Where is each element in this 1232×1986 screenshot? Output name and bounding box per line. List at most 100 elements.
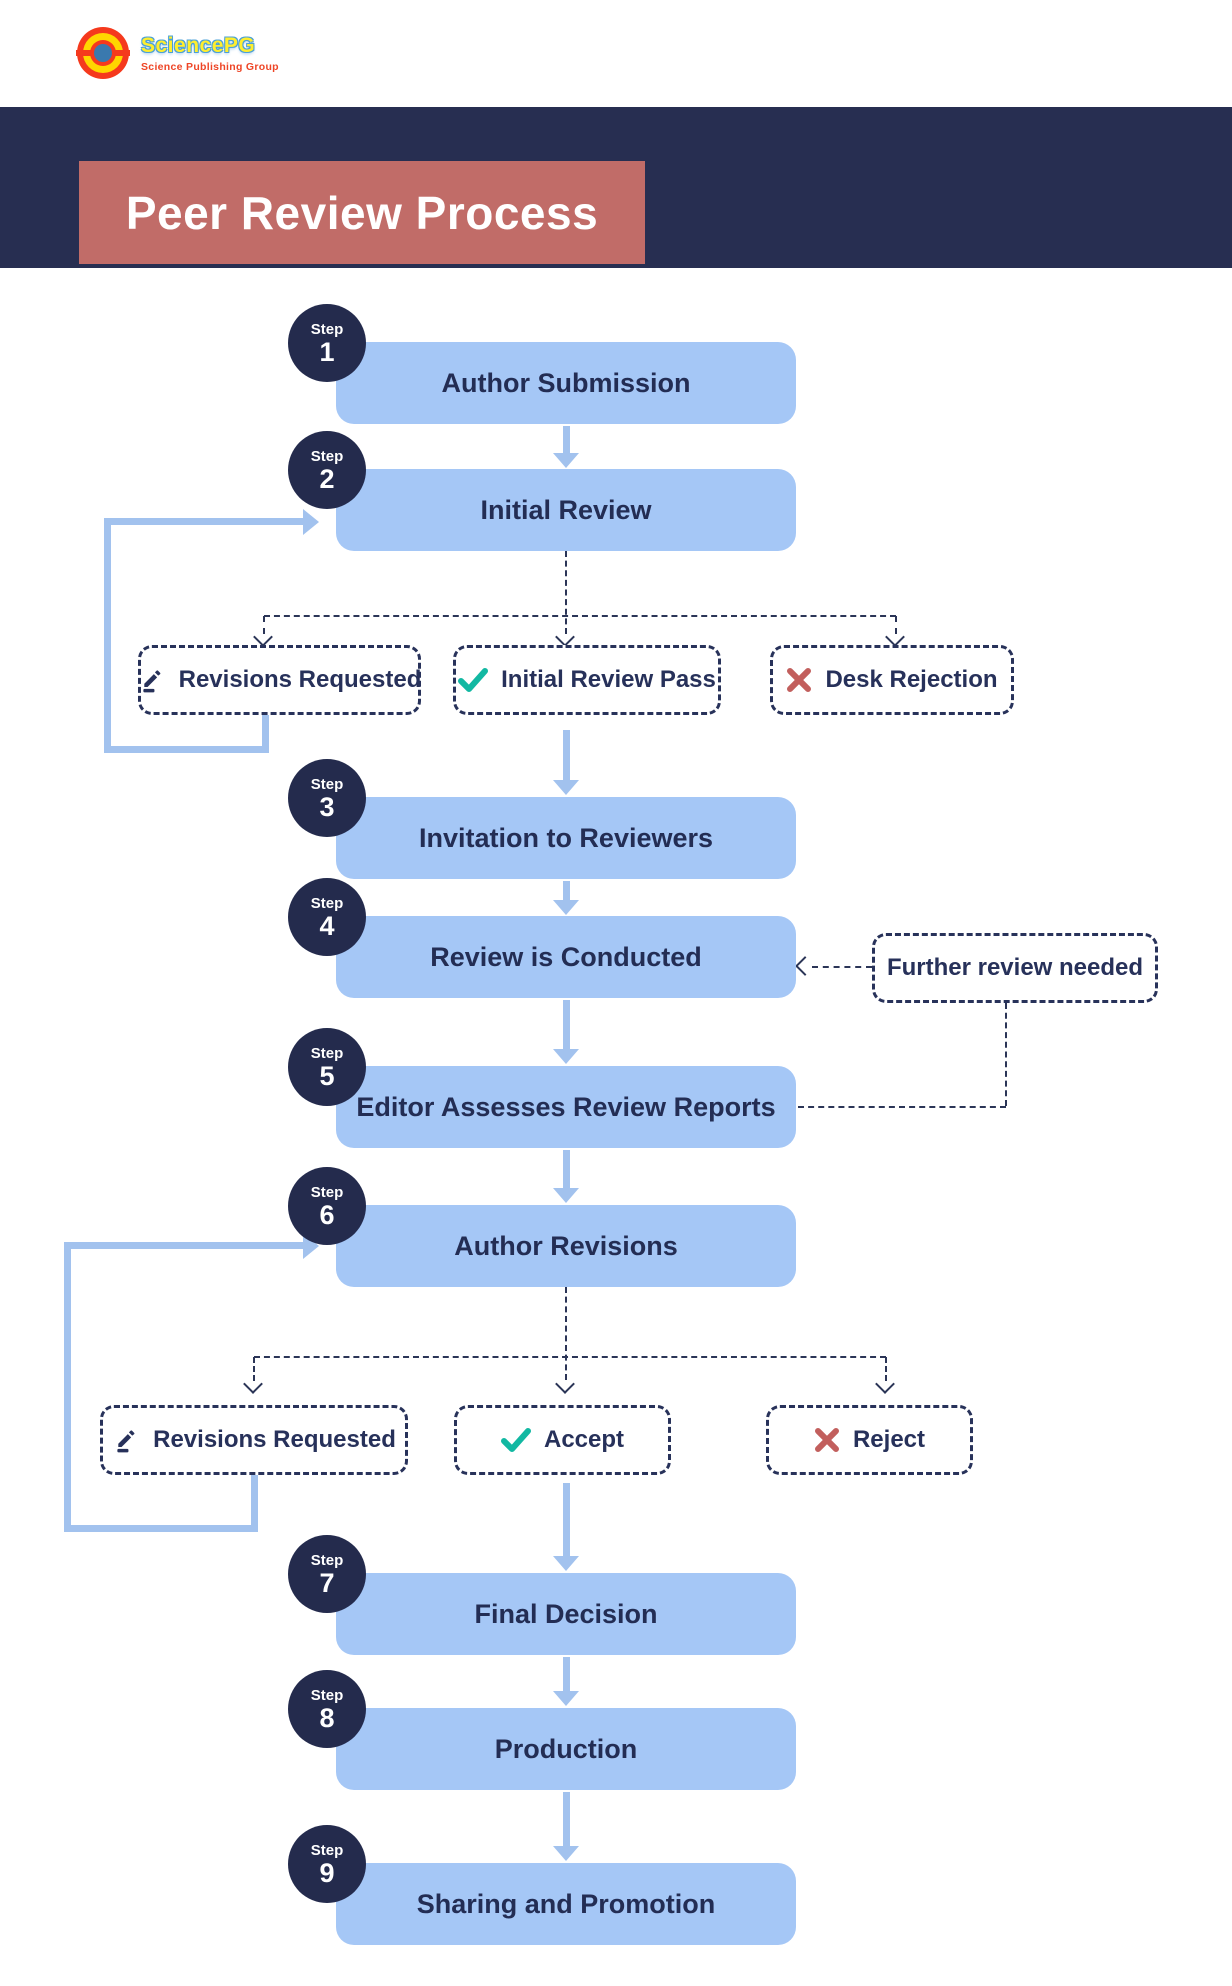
step-box-sharing-and-promotion: Sharing and Promotion	[336, 1863, 796, 1945]
loop2-segment	[64, 1242, 305, 1249]
loop2-segment	[251, 1475, 258, 1532]
note-line	[1005, 1003, 1007, 1106]
step-badge-2: Step 2	[288, 431, 366, 509]
step-badge-8: Step 8	[288, 1670, 366, 1748]
loop1-segment	[104, 518, 111, 753]
step-box-invitation-to-reviewers: Invitation to Reviewers	[336, 797, 796, 879]
badge-step-word: Step	[310, 1841, 344, 1859]
loop1-segment	[262, 715, 269, 753]
step-badge-9: Step 9	[288, 1825, 366, 1903]
title-banner: Peer Review Process	[79, 161, 645, 264]
decision-label: Revisions Requested	[178, 666, 422, 693]
step-box-production: Production	[336, 1708, 796, 1790]
note-line	[812, 966, 872, 968]
step-badge-6: Step 6	[288, 1167, 366, 1245]
flow-arrow	[553, 1483, 579, 1571]
decision-label: Revisions Requested	[153, 1426, 396, 1453]
decision-box-revisions-requested-1: Revisions Requested	[138, 645, 421, 715]
badge-step-word: Step	[310, 1551, 344, 1569]
note-line	[798, 1106, 1006, 1108]
step-box-author-submission: Author Submission	[336, 342, 796, 424]
step-box-initial-review: Initial Review	[336, 469, 796, 551]
decision-box-initial-review-pass: Initial Review Pass	[453, 645, 721, 715]
x-icon	[787, 668, 812, 692]
decision-label: Initial Review Pass	[501, 666, 716, 693]
top-bar: SciencePG Science Publishing Group	[0, 0, 1232, 107]
badge-step-word: Step	[310, 1686, 344, 1704]
badge-step-word: Step	[310, 320, 344, 338]
dashed-arrowhead-icon	[243, 1374, 263, 1394]
step-label: Production	[494, 1733, 638, 1764]
dashed-arrowhead-icon	[795, 956, 815, 976]
page-title: Peer Review Process	[125, 186, 599, 239]
step-badge-5: Step 5	[288, 1028, 366, 1106]
sciencepg-logo: SciencePG Science Publishing Group	[76, 26, 279, 80]
pencil-icon	[117, 1430, 135, 1453]
step-box-review-is-conducted: Review is Conducted	[336, 916, 796, 998]
flow-arrow	[553, 730, 579, 795]
badge-number: 5	[319, 1060, 335, 1091]
decision-label: Accept	[543, 1426, 625, 1453]
flow-arrow	[553, 1000, 579, 1064]
step-badge-4: Step 4	[288, 878, 366, 956]
branch1-line	[895, 616, 897, 634]
check-icon	[458, 668, 489, 692]
dashed-arrowhead-icon	[875, 1374, 895, 1394]
step-box-final-decision: Final Decision	[336, 1573, 796, 1655]
loop2-segment	[64, 1242, 71, 1532]
sciencepg-logo-icon	[76, 27, 130, 79]
check-icon	[500, 1428, 531, 1452]
pencil-icon	[142, 670, 160, 693]
step-label: Sharing and Promotion	[416, 1888, 716, 1919]
step-label: Author Revisions	[454, 1230, 678, 1261]
step-badge-7: Step 7	[288, 1535, 366, 1613]
badge-number: 1	[319, 336, 335, 367]
badge-number: 9	[319, 1857, 335, 1888]
step-label: Editor Assesses Review Reports	[356, 1091, 776, 1122]
branch2-line	[254, 1356, 886, 1358]
step-box-editor-assesses: Editor Assesses Review Reports	[336, 1066, 796, 1148]
branch1-line	[264, 615, 896, 617]
step-label: Initial Review	[480, 494, 652, 525]
branch1-line	[263, 616, 265, 634]
step-label: Final Decision	[474, 1598, 658, 1629]
flow-arrow	[553, 1657, 579, 1706]
badge-step-word: Step	[310, 1183, 344, 1201]
loop1-segment	[104, 518, 305, 525]
badge-number: 3	[319, 791, 335, 822]
dashed-arrowhead-icon	[555, 627, 575, 647]
badge-step-word: Step	[310, 1044, 344, 1062]
decision-label: Desk Rejection	[825, 666, 998, 693]
decision-label: Reject	[852, 1426, 926, 1453]
badge-step-word: Step	[310, 894, 344, 912]
decision-box-reject: Reject	[766, 1405, 973, 1475]
loop1-segment	[104, 746, 269, 753]
badge-number: 4	[319, 910, 335, 941]
note-label: Further review needed	[886, 954, 1144, 981]
flow-arrow	[553, 881, 579, 915]
step-label: Review is Conducted	[430, 941, 702, 972]
branch2-line	[253, 1357, 255, 1381]
step-badge-1: Step 1	[288, 304, 366, 382]
badge-number: 7	[319, 1567, 335, 1598]
brand-tagline: Science Publishing Group	[141, 60, 279, 73]
decision-box-revisions-requested-2: Revisions Requested	[100, 1405, 408, 1475]
brand-name: SciencePG	[141, 33, 256, 57]
step-box-author-revisions: Author Revisions	[336, 1205, 796, 1287]
logo-text-block: SciencePG Science Publishing Group	[141, 34, 279, 73]
loop1-arrowhead-icon	[303, 509, 319, 535]
step-label: Author Submission	[441, 367, 691, 398]
decision-box-desk-rejection: Desk Rejection	[770, 645, 1014, 715]
flow-arrow	[553, 426, 579, 468]
badge-step-word: Step	[310, 447, 344, 465]
dashed-arrowhead-icon	[555, 1374, 575, 1394]
flow-arrow	[553, 1150, 579, 1203]
badge-number: 8	[319, 1702, 335, 1733]
note-further-review: Further review needed	[872, 933, 1158, 1003]
badge-number: 6	[319, 1199, 335, 1230]
decision-box-accept: Accept	[454, 1405, 671, 1475]
branch1-line	[565, 551, 567, 634]
loop2-segment	[64, 1525, 258, 1532]
x-icon	[814, 1428, 839, 1452]
